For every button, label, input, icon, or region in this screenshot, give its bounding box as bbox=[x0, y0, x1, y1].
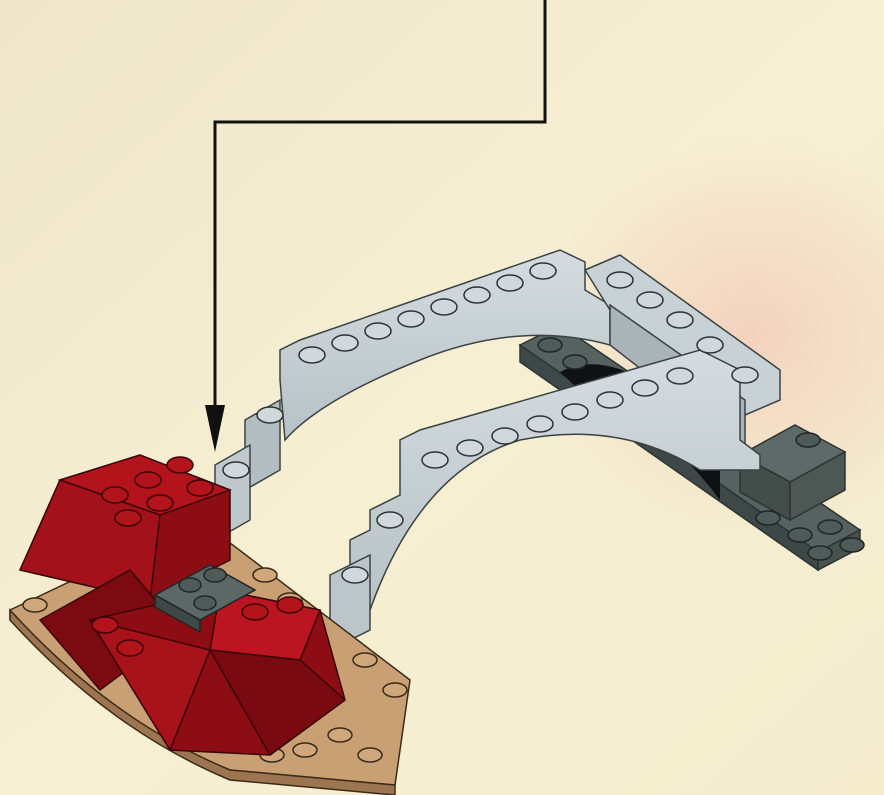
plate-studs bbox=[537, 337, 865, 561]
red-wedge-right bbox=[88, 589, 347, 757]
arch-studs bbox=[222, 262, 759, 584]
red-studs bbox=[91, 456, 304, 657]
dark-gray-tile bbox=[153, 564, 257, 634]
callout-arrow-icon bbox=[205, 0, 547, 452]
